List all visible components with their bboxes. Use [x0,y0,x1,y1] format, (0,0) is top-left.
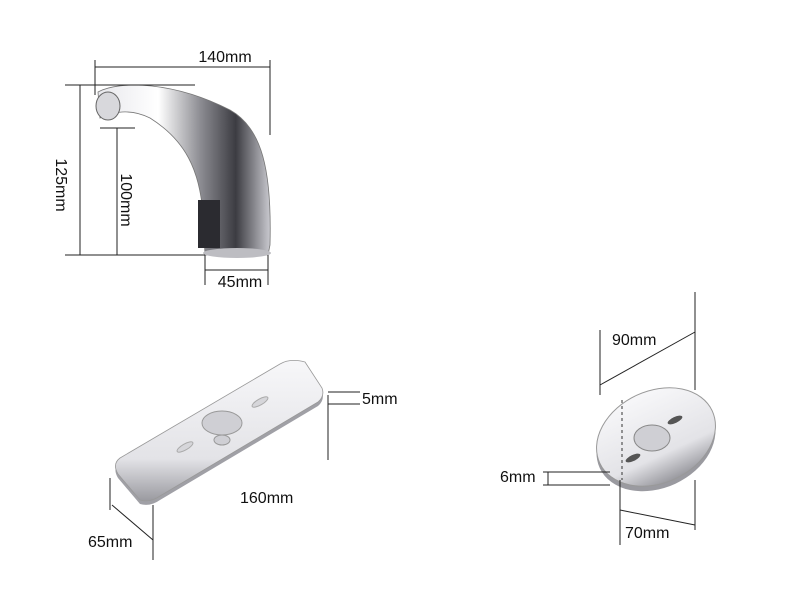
rect-plate-thickness-label: 5mm [362,391,398,408]
faucet-base-label: 45mm [218,274,262,291]
faucet-dimensions [65,60,271,285]
oval-plate-width-label: 70mm [625,525,669,542]
oval-plate-thickness-label: 6mm [500,469,536,486]
spout-height-label: 100mm [117,173,134,226]
faucet-width-label: 140mm [198,49,251,66]
oval-deck-plate [596,387,716,492]
faucet-height-label: 125mm [52,158,69,211]
rect-plate-length-label: 160mm [240,490,293,507]
oval-plate-dimensions [543,292,696,545]
faucet-illustration [95,84,271,258]
rectangular-deck-plate [115,360,324,505]
oval-plate-length-label: 90mm [612,332,656,349]
rect-plate-dimensions [109,391,360,560]
rect-plate-width-label: 65mm [88,534,132,551]
